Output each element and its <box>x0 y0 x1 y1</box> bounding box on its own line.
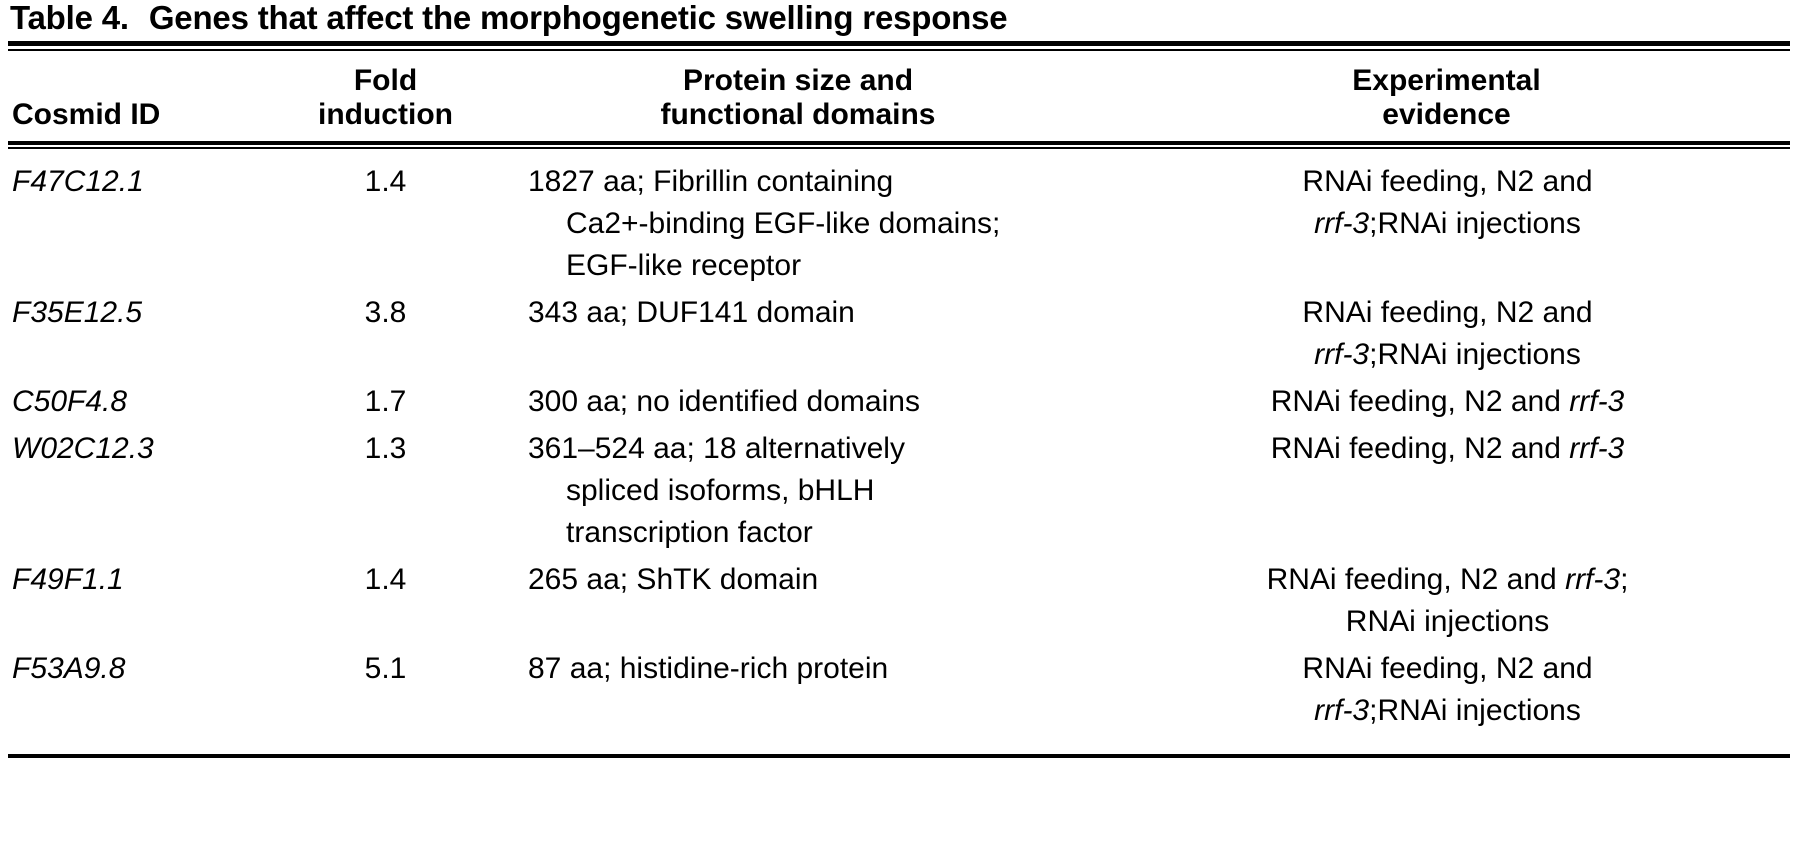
column-header-fold-induction-line1: Fold <box>353 63 418 97</box>
evidence-line: RNAi feeding, N2 and <box>1109 648 1786 690</box>
protein-line: EGF-like receptor <box>566 249 802 283</box>
table-caption-label: Table 4. <box>10 0 129 36</box>
cell-protein-domains: 361–524 aa; 18 alternatively spliced isof… <box>493 426 1103 557</box>
column-header-protein-line2: functional domains <box>660 97 936 131</box>
table-bottom-rule <box>8 754 1790 759</box>
column-header-cosmid-id: Cosmid ID <box>8 51 278 142</box>
table-caption: Table 4. Genes that affect the morphogene… <box>8 0 1790 41</box>
table-body: F47C12.1 1.4 1827 aa; Fibrillin containing… <box>8 149 1790 746</box>
column-header-evidence-line2: evidence <box>1382 97 1511 131</box>
protein-line: Ca2+-binding EGF-like domains; <box>566 207 1001 241</box>
cell-fold-induction: 1.4 <box>364 165 407 199</box>
cell-fold-induction: 3.8 <box>364 296 407 330</box>
cell-experimental-evidence: RNAi feeding, N2 and rrf-3 <box>1103 379 1790 426</box>
cell-protein-domains: 265 aa; ShTK domain <box>493 557 1103 646</box>
column-header-fold-induction: Fold induction <box>278 51 493 142</box>
evidence-line: rrf-3;RNAi injections <box>1109 690 1786 732</box>
evidence-line: RNAi feeding, N2 and rrf-3 <box>1109 428 1786 470</box>
column-header-cosmid-id-line1: Cosmid ID <box>12 97 161 131</box>
protein-line: 87 aa; histidine-rich protein <box>528 652 889 686</box>
gene-name-rrf-3: rrf-3 <box>1569 385 1625 419</box>
protein-line: transcription factor <box>566 516 813 550</box>
gene-name-rrf-3: rrf-3 <box>1314 207 1370 241</box>
cell-fold-induction: 1.7 <box>364 385 407 419</box>
cell-cosmid-id: F35E12.5 <box>12 296 143 330</box>
evidence-text: ; <box>1620 563 1629 597</box>
gene-name-rrf-3: rrf-3 <box>1314 338 1370 372</box>
evidence-line: RNAi feeding, N2 and rrf-3; <box>1109 559 1786 601</box>
gene-name-rrf-3: rrf-3 <box>1314 694 1370 728</box>
cell-cosmid-id: F47C12.1 <box>12 165 144 199</box>
cell-cosmid-id: W02C12.3 <box>12 432 154 466</box>
column-header-evidence-line1: Experimental <box>1352 63 1541 97</box>
column-header-protein: Protein size and functional domains <box>493 51 1103 142</box>
table-row: W02C12.3 1.3 361–524 aa; 18 alternatively s… <box>8 426 1790 557</box>
cell-experimental-evidence: RNAi feeding, N2 and rrf-3; RNAi injectio… <box>1103 557 1790 646</box>
header-row: Cosmid ID Fold induction Protein size an… <box>8 51 1790 142</box>
table-caption-text: Genes that affect the morphogenetic swel… <box>148 0 1008 36</box>
cell-cosmid-id: C50F4.8 <box>12 385 128 419</box>
protein-line: 265 aa; ShTK domain <box>528 563 819 597</box>
cell-fold-induction: 5.1 <box>364 652 407 686</box>
evidence-line: RNAi feeding, N2 and rrf-3 <box>1109 381 1786 423</box>
genes-table-body: F47C12.1 1.4 1827 aa; Fibrillin containing… <box>8 149 1790 746</box>
table-row: F47C12.1 1.4 1827 aa; Fibrillin containing… <box>8 149 1790 290</box>
evidence-text: ;RNAi injections <box>1369 338 1581 372</box>
evidence-text: RNAi feeding, N2 and <box>1302 165 1593 199</box>
evidence-text: RNAi feeding, N2 and <box>1270 432 1570 466</box>
evidence-text: ;RNAi injections <box>1369 207 1581 241</box>
evidence-line: RNAi feeding, N2 and <box>1109 292 1786 334</box>
protein-line: 343 aa; DUF141 domain <box>528 296 855 330</box>
cell-experimental-evidence: RNAi feeding, N2 and rrf-3;RNAi injection… <box>1103 290 1790 379</box>
evidence-text: RNAi feeding, N2 and <box>1302 652 1593 686</box>
cell-protein-domains: 87 aa; histidine-rich protein <box>493 646 1103 746</box>
table-top-rule <box>8 40 1790 51</box>
gene-name-rrf-3: rrf-3 <box>1565 563 1621 597</box>
column-header-fold-induction-line2: induction <box>318 97 453 131</box>
evidence-line: rrf-3;RNAi injections <box>1109 334 1786 376</box>
cell-fold-induction: 1.3 <box>364 432 407 466</box>
table-row: C50F4.8 1.7 300 aa; no identified domains R… <box>8 379 1790 426</box>
protein-line: spliced isoforms, bHLH <box>566 474 875 508</box>
table-row: F53A9.8 5.1 87 aa; histidine-rich protein R… <box>8 646 1790 746</box>
table-header-rule <box>8 141 1790 150</box>
evidence-text: RNAi feeding, N2 and <box>1302 296 1593 330</box>
cell-fold-induction: 1.4 <box>364 563 407 597</box>
table-header: Cosmid ID Fold induction Protein size an… <box>8 51 1790 142</box>
cell-protein-domains: 300 aa; no identified domains <box>493 379 1103 426</box>
cell-protein-domains: 343 aa; DUF141 domain <box>493 290 1103 379</box>
evidence-text: RNAi feeding, N2 and <box>1270 385 1570 419</box>
cell-experimental-evidence: RNAi feeding, N2 and rrf-3;RNAi injection… <box>1103 149 1790 290</box>
column-header-protein-line1: Protein size and <box>682 63 914 97</box>
table-bottom-spacer <box>8 746 1790 754</box>
column-header-evidence: Experimental evidence <box>1103 51 1790 142</box>
cell-cosmid-id: F49F1.1 <box>12 563 124 597</box>
evidence-text: ;RNAi injections <box>1369 694 1581 728</box>
table-row: F49F1.1 1.4 265 aa; ShTK domain RNAi feedin… <box>8 557 1790 646</box>
gene-name-rrf-3: rrf-3 <box>1569 432 1625 466</box>
cell-experimental-evidence: RNAi feeding, N2 and rrf-3;RNAi injection… <box>1103 646 1790 746</box>
cell-cosmid-id: F53A9.8 <box>12 652 126 686</box>
evidence-text: RNAi feeding, N2 and <box>1266 563 1566 597</box>
evidence-text: RNAi injections <box>1345 605 1550 639</box>
evidence-line: RNAi injections <box>1109 601 1786 643</box>
protein-line: 1827 aa; Fibrillin containing <box>528 165 894 199</box>
evidence-line: rrf-3;RNAi injections <box>1109 203 1786 245</box>
evidence-line: RNAi feeding, N2 and <box>1109 161 1786 203</box>
genes-table: Cosmid ID Fold induction Protein size an… <box>8 51 1790 142</box>
cell-experimental-evidence: RNAi feeding, N2 and rrf-3 <box>1103 426 1790 557</box>
protein-line: 361–524 aa; 18 alternatively <box>528 432 905 466</box>
table-row: F35E12.5 3.8 343 aa; DUF141 domain RNAi fee… <box>8 290 1790 379</box>
protein-line: 300 aa; no identified domains <box>528 385 920 419</box>
table-4-container: Table 4. Genes that affect the morphogene… <box>8 0 1790 759</box>
